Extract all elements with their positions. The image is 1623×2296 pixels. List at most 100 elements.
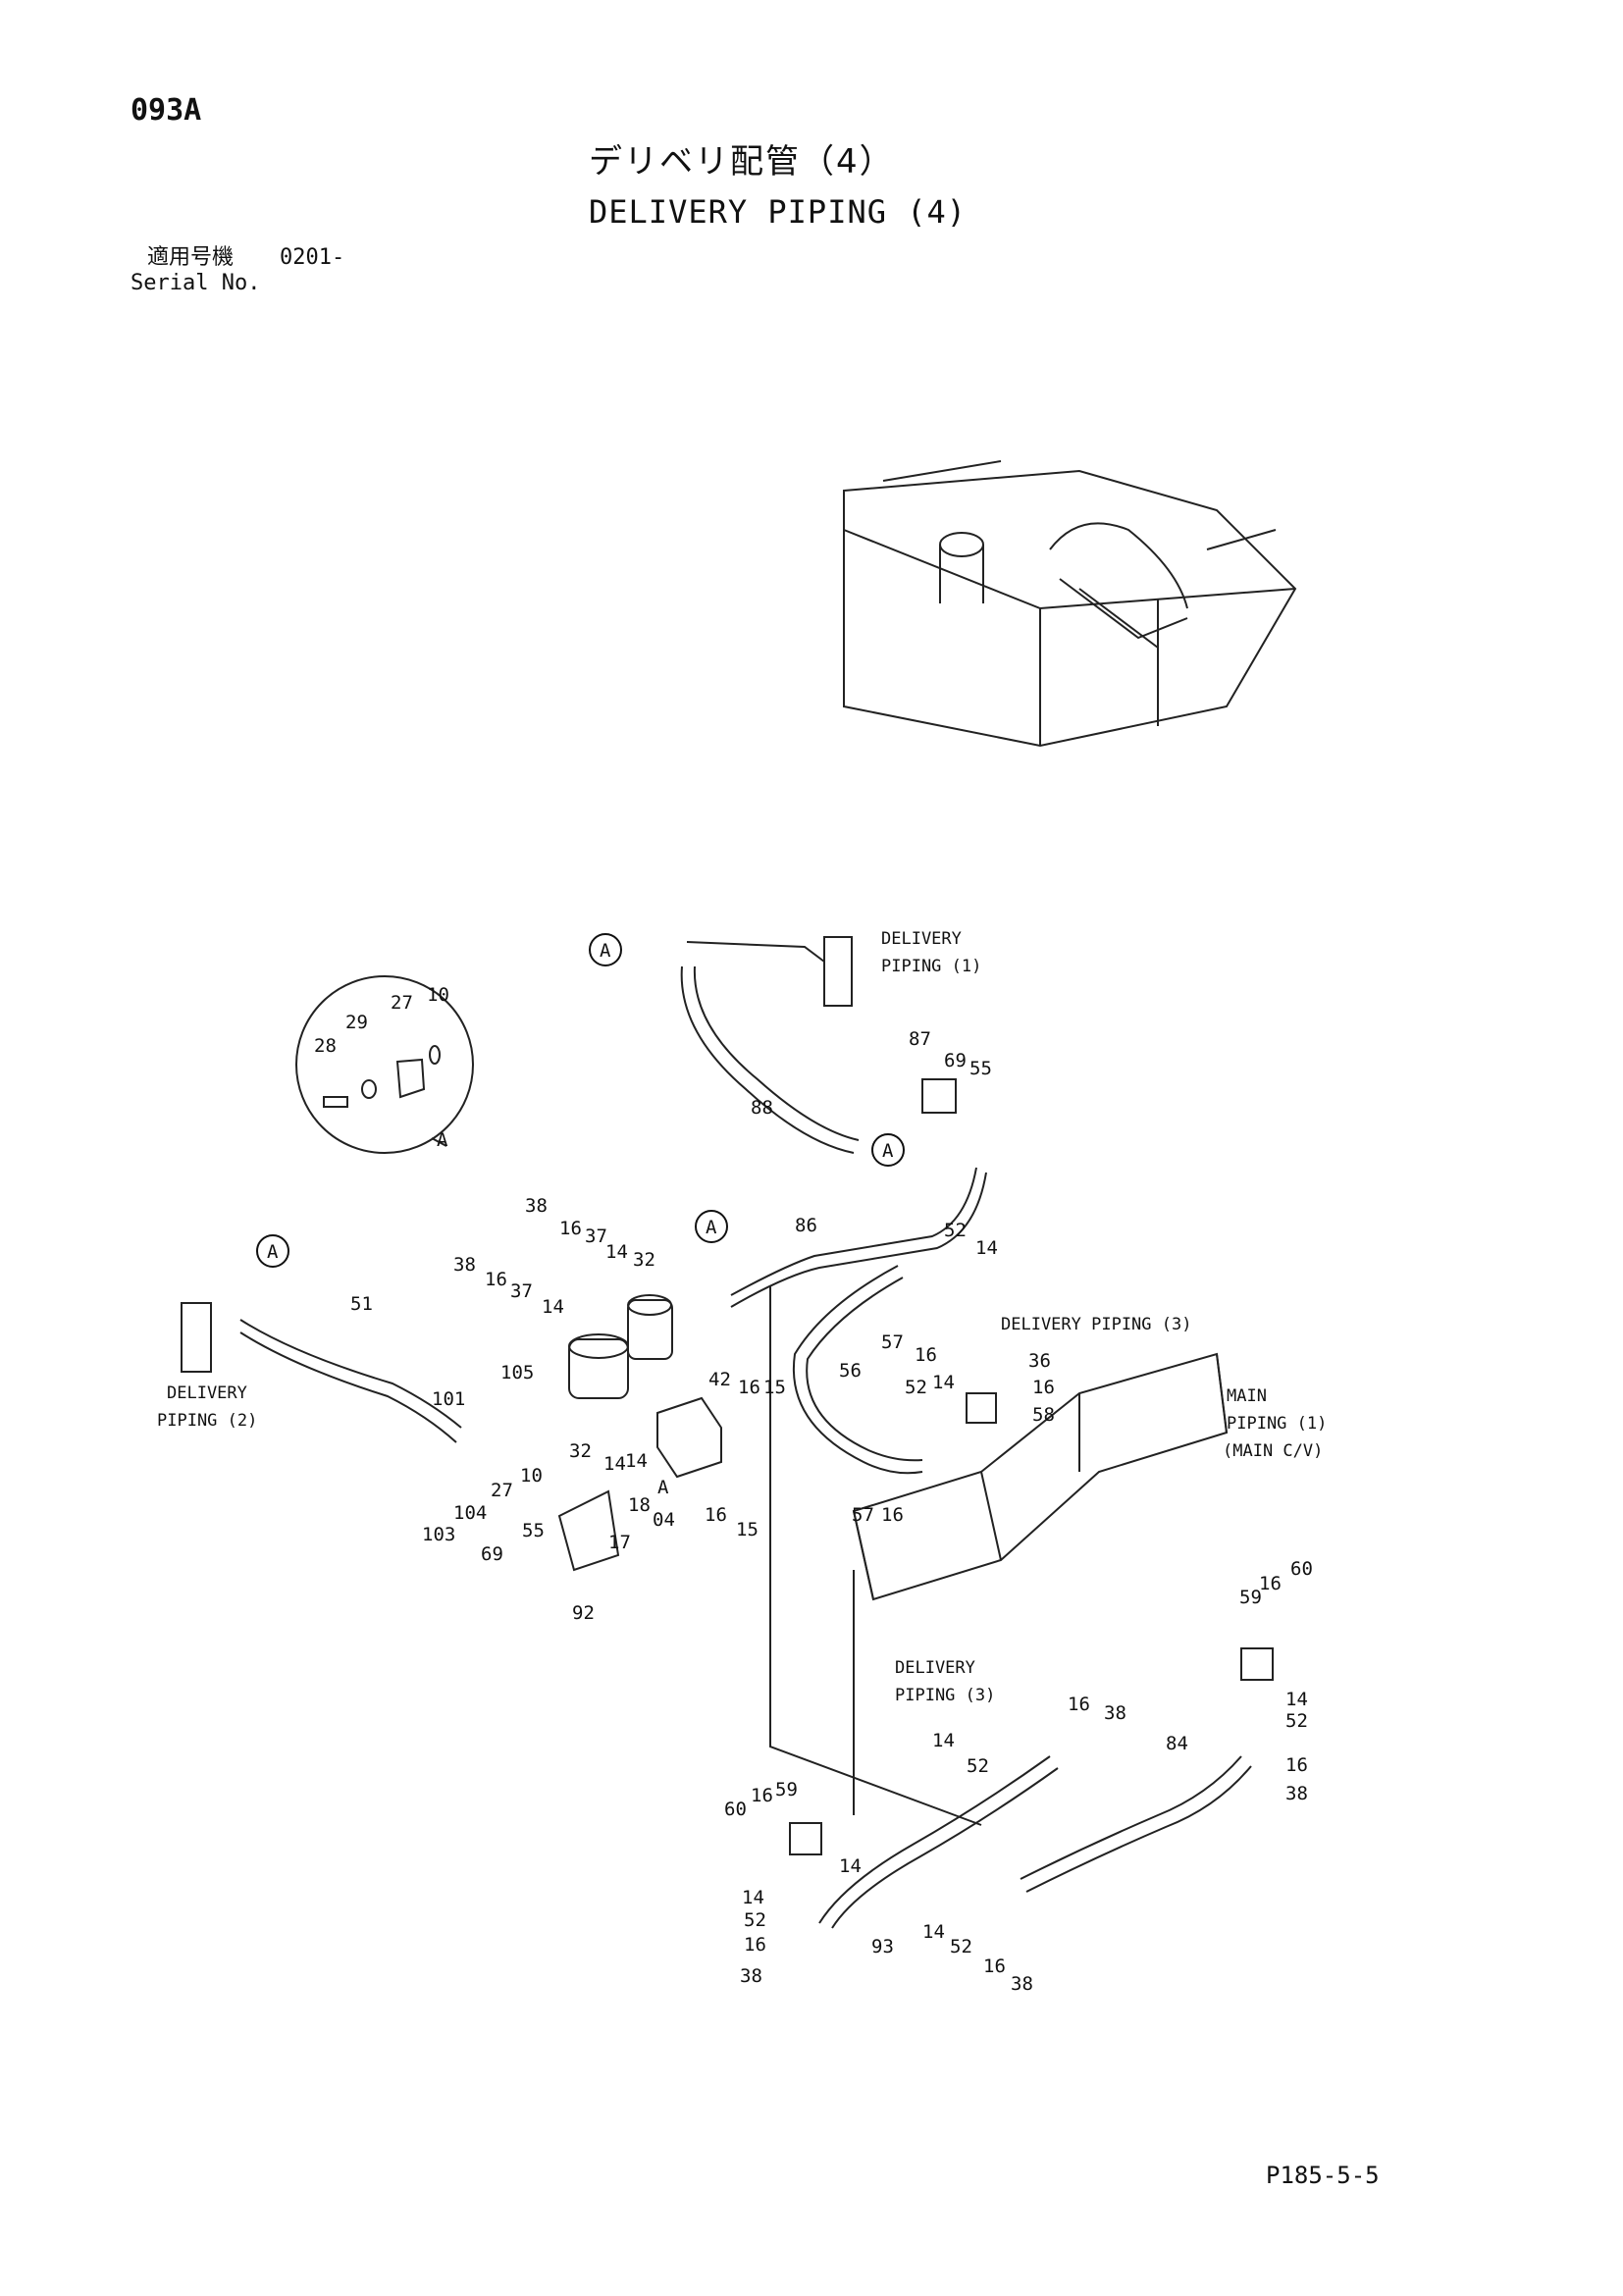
machine-overview-sketch	[843, 460, 1297, 748]
part-number-label: 86	[795, 1215, 817, 1236]
part-number-label: 52	[1285, 1710, 1308, 1732]
svg-text:DELIVERY PIPING (3): DELIVERY PIPING (3)	[1001, 1315, 1191, 1334]
delivery-piping-2-block	[181, 1302, 212, 1373]
part-number-label: 15	[736, 1519, 759, 1540]
part-number-label: 16	[881, 1504, 904, 1526]
svg-text:PIPING (3): PIPING (3)	[895, 1686, 995, 1705]
part-number-label: 14	[975, 1237, 998, 1259]
part-number-label: 56	[839, 1360, 862, 1382]
block-58	[966, 1392, 997, 1424]
part-number-label: 55	[969, 1058, 992, 1079]
svg-text:PIPING (1): PIPING (1)	[881, 957, 981, 976]
part-number-label: 101	[432, 1388, 465, 1410]
part-number-label: 69	[944, 1050, 967, 1071]
svg-text:PIPING (1): PIPING (1)	[1227, 1414, 1327, 1434]
part-number-label: 29	[345, 1012, 368, 1033]
part-number-label: 92	[572, 1602, 595, 1624]
part-number-label: 15	[763, 1377, 786, 1398]
part-number-label: 59	[775, 1779, 798, 1800]
part-number-label: 14	[1285, 1689, 1308, 1710]
serial-value: 0201-	[280, 245, 345, 270]
part-number-label: 60	[724, 1799, 747, 1820]
part-number-label: 36	[1028, 1350, 1051, 1372]
svg-text:A: A	[882, 1140, 894, 1162]
part-number-label: 38	[525, 1195, 548, 1217]
drawing-code: 093A	[131, 93, 202, 128]
part-number-label: 14	[542, 1296, 564, 1318]
part-number-label: 51	[350, 1293, 373, 1315]
part-number-label: 38	[1104, 1702, 1126, 1724]
part-number-label: 104	[453, 1502, 487, 1524]
part-number-label: 16	[1032, 1377, 1055, 1398]
part-number-label: 14	[605, 1241, 628, 1263]
detail-view-a-circle	[295, 975, 474, 1154]
bracket-92	[557, 1489, 620, 1572]
part-number-label: A	[657, 1477, 669, 1498]
delivery-piping-1-block	[823, 936, 853, 1007]
part-number-label: 16	[559, 1218, 582, 1239]
hose-93	[818, 1755, 1059, 1929]
part-number-label: 59	[1239, 1587, 1262, 1608]
page-id: P185-5-5	[1266, 2162, 1380, 2189]
part-number-label: 14	[742, 1887, 764, 1908]
part-number-label: 16	[744, 1934, 766, 1956]
part-number-label: 37	[585, 1226, 607, 1247]
part-number-label: 58	[1032, 1404, 1055, 1426]
part-number-label: 37	[510, 1280, 533, 1302]
part-number-label: 17	[608, 1532, 631, 1553]
part-number-label: 04	[653, 1509, 675, 1531]
part-number-label: 16	[485, 1269, 507, 1290]
view-marker-a: A A A A	[256, 933, 905, 1268]
part-number-label: 32	[633, 1249, 655, 1271]
part-number-label: 14	[839, 1855, 862, 1877]
part-number-label: 16	[915, 1344, 937, 1366]
part-number-label: 52	[744, 1909, 766, 1931]
part-number-label: 52	[905, 1377, 927, 1398]
part-number-label: 57	[881, 1331, 904, 1353]
part-number-label: 84	[1166, 1733, 1188, 1754]
block-59-left	[789, 1822, 822, 1855]
part-number-label: A	[437, 1129, 448, 1151]
part-number-label: 16	[1285, 1754, 1308, 1776]
part-number-label: 105	[500, 1362, 534, 1383]
part-number-label: 10	[520, 1465, 543, 1487]
part-number-label: 18	[628, 1494, 651, 1516]
part-number-label: 32	[569, 1440, 592, 1462]
svg-text:DELIVERY: DELIVERY	[881, 929, 962, 949]
block-42	[656, 1396, 722, 1479]
part-number-label: 14	[932, 1730, 955, 1751]
svg-text:DELIVERY: DELIVERY	[167, 1383, 247, 1403]
main-control-valve	[852, 1352, 1229, 1601]
part-number-label: 52	[950, 1936, 972, 1957]
part-number-label: 38	[453, 1254, 476, 1276]
part-number-label: 14	[603, 1453, 626, 1475]
page-title-english: DELIVERY PIPING (4)	[589, 193, 968, 231]
part-number-label: 52	[967, 1755, 989, 1777]
svg-text:A: A	[267, 1241, 279, 1263]
part-number-label: 69	[481, 1543, 503, 1565]
page-title-japanese: デリベリ配管（4）	[589, 142, 895, 182]
part-number-label: 16	[705, 1504, 727, 1526]
part-number-label: 38	[740, 1965, 762, 1987]
hose-84	[1020, 1755, 1252, 1893]
part-number-label: 16	[751, 1785, 773, 1806]
part-number-label: 38	[1011, 1973, 1033, 1995]
part-number-label: 16	[738, 1377, 760, 1398]
svg-text:A: A	[600, 940, 611, 962]
part-number-label: 16	[983, 1956, 1006, 1977]
serial-label-japanese: 適用号機	[147, 245, 235, 270]
block-59-right	[1240, 1647, 1274, 1681]
serial-label-english: Serial No.	[131, 271, 261, 295]
block-87	[921, 1078, 957, 1114]
svg-text:A: A	[706, 1217, 717, 1238]
part-number-label: 60	[1290, 1558, 1313, 1580]
part-number-label: 14	[625, 1450, 648, 1472]
part-number-label: 16	[1259, 1573, 1282, 1594]
part-number-label: 14	[932, 1372, 955, 1393]
part-number-label: 42	[708, 1369, 731, 1390]
part-number-label: 27	[491, 1480, 513, 1501]
svg-text:MAIN: MAIN	[1227, 1386, 1267, 1406]
callout-labels: DELIVERY PIPING (1) DELIVERY PIPING (2) …	[157, 929, 1327, 1705]
